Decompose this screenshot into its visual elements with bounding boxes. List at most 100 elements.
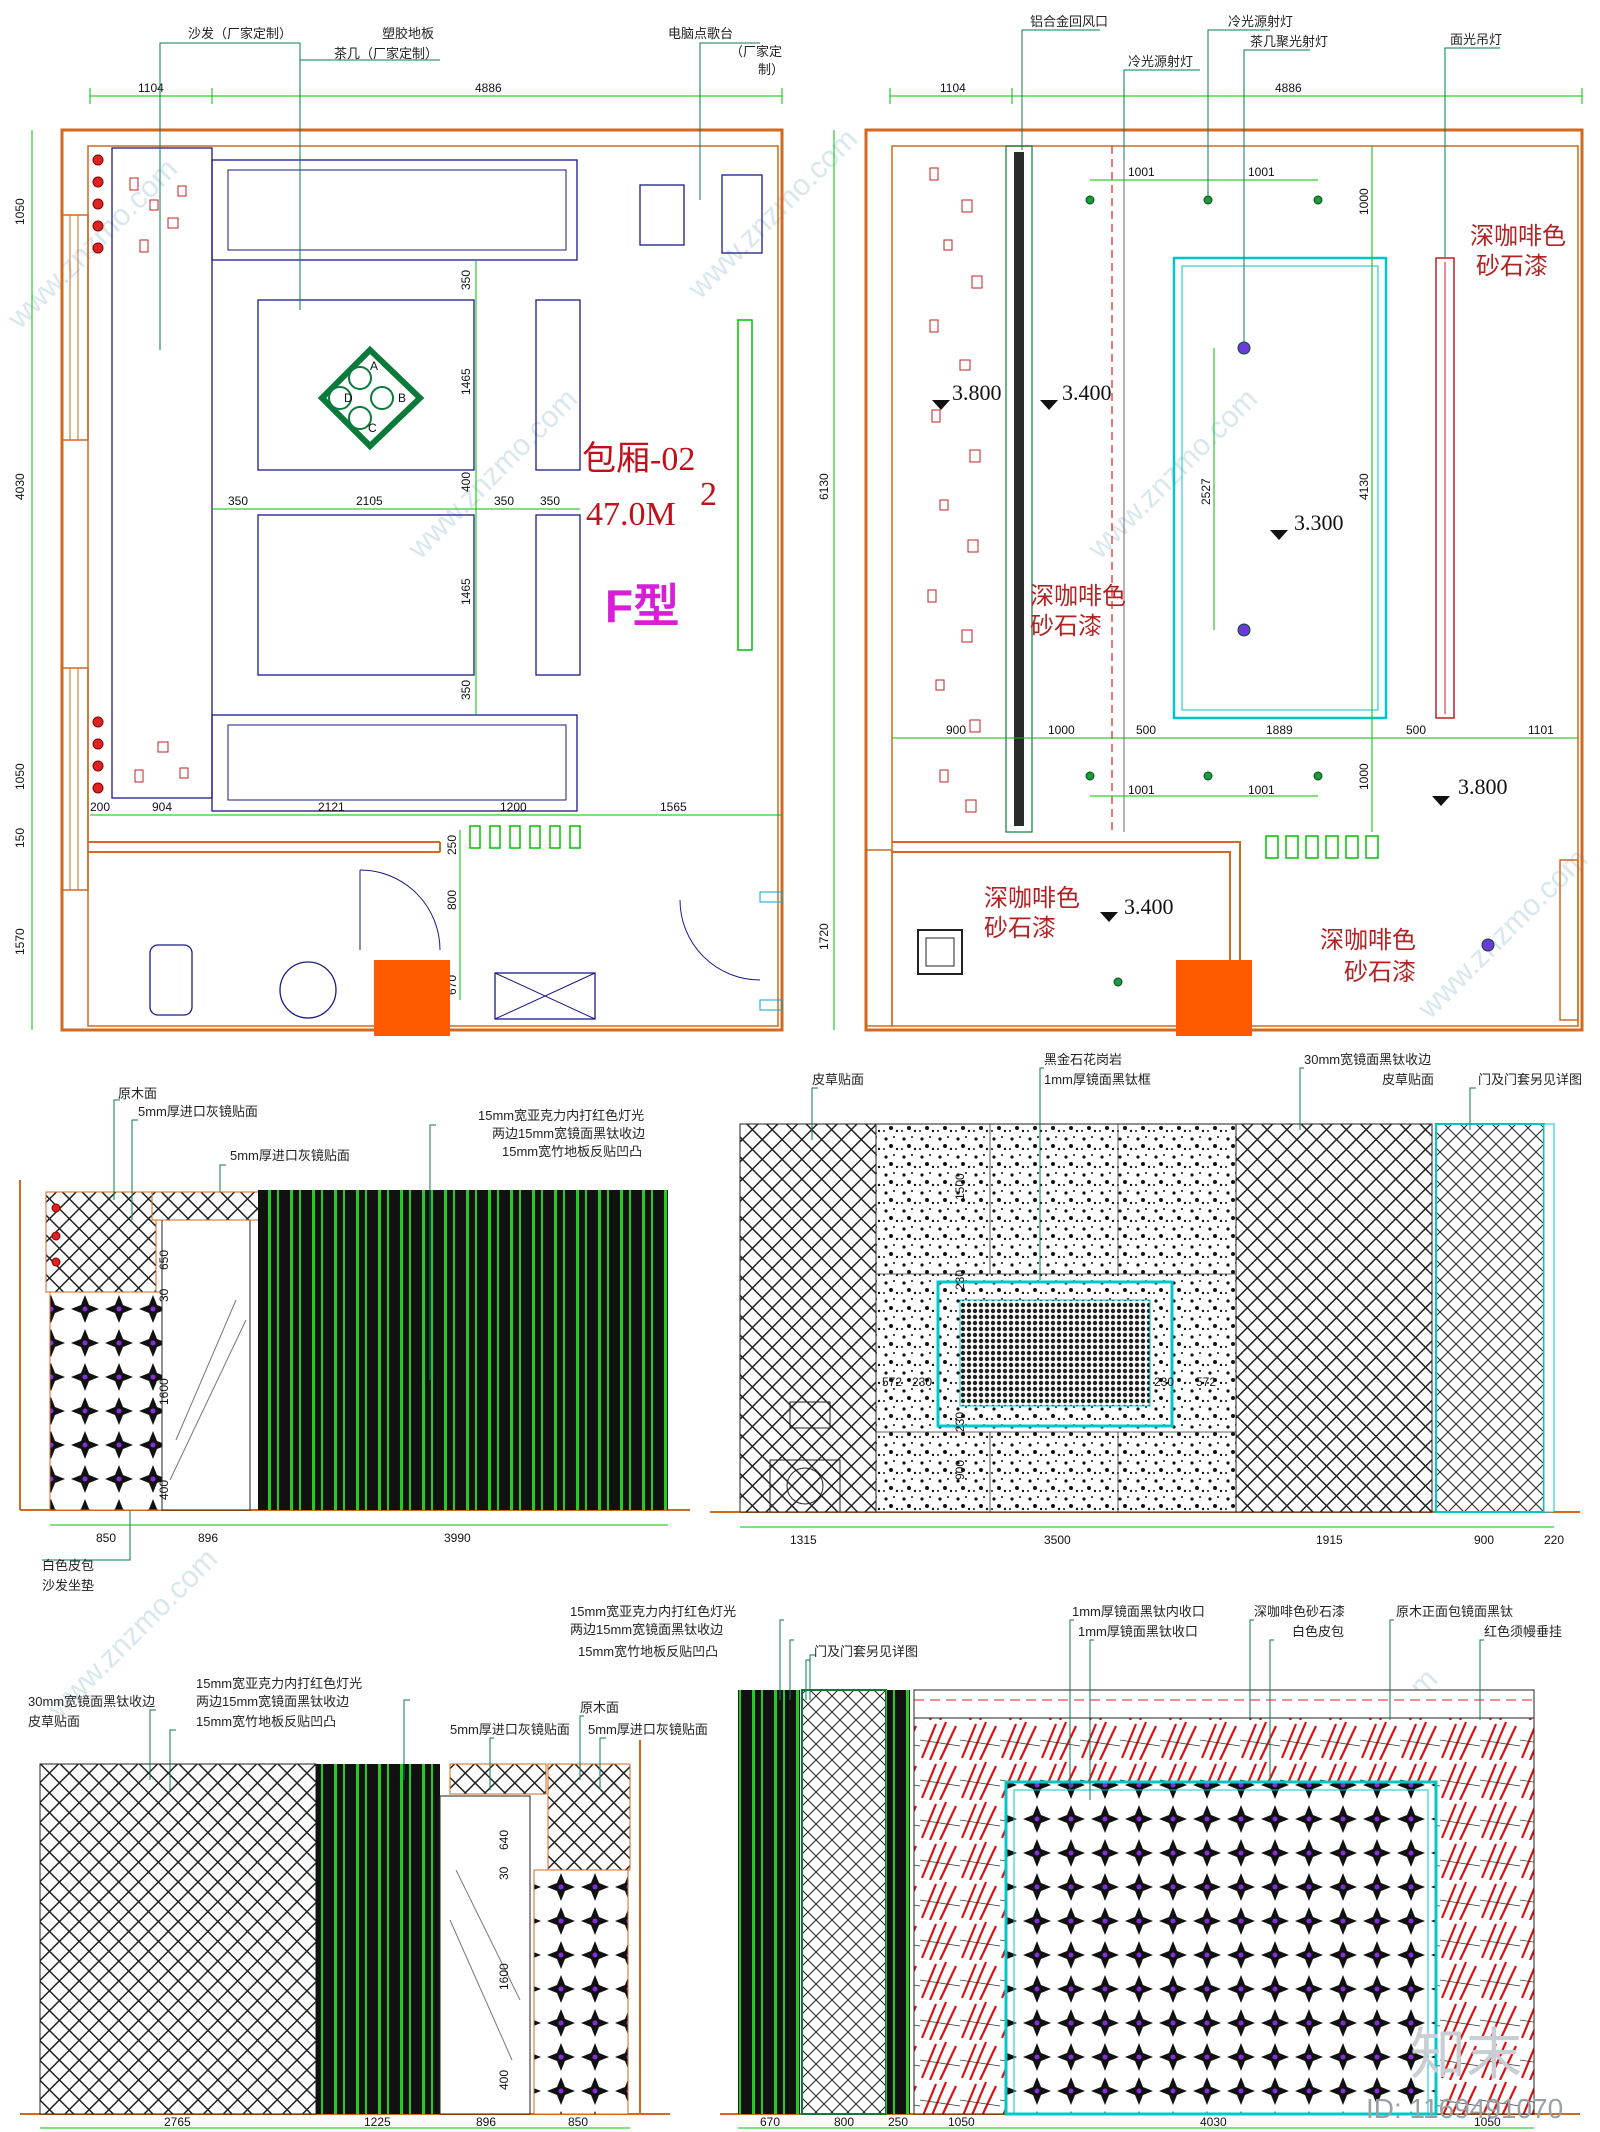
elev-label: 15mm宽亚克力内打红色灯光 — [570, 1604, 736, 1619]
dim-text: 1600 — [497, 1963, 511, 1990]
dim-text: 220 — [1544, 1533, 1564, 1547]
elev-label: 白色皮包 — [1292, 1624, 1344, 1639]
dim-text: 230 — [953, 1412, 967, 1432]
dim-text: 4030 — [1200, 2115, 1227, 2129]
elev-label: 原木面 — [118, 1086, 157, 1101]
dim-text: 4130 — [1357, 473, 1371, 500]
dim-text: 800 — [445, 890, 459, 910]
finish-note: 砂石漆 — [1476, 253, 1548, 280]
dim-text: 1001 — [1128, 165, 1155, 179]
tv-frame — [936, 1280, 1174, 1428]
elevation-b: 1315 3500 1915 900 220 572 230 230 572 1… — [710, 1052, 1582, 1547]
floor-light-row — [469, 825, 581, 849]
dim-text: 200 — [90, 800, 110, 814]
door — [801, 1689, 887, 2115]
dim-text: 2121 — [318, 800, 345, 814]
dim-text: 500 — [1406, 723, 1426, 737]
leather-panel — [49, 1291, 163, 1511]
dim-text: 2765 — [164, 2115, 191, 2129]
elevation-c: 2765 1225 896 850 640 30 1600 400 30mm宽镜… — [20, 1676, 708, 2129]
dim-text: 250 — [445, 835, 459, 855]
dim-text: 4030 — [13, 473, 27, 500]
dim-text: 4886 — [1275, 81, 1302, 95]
leaders — [159, 42, 760, 350]
level-markers — [932, 400, 1450, 922]
ceiling-plan: 1104 4886 6130 1720 1001 — [817, 14, 1584, 1036]
dim-text: 3990 — [444, 1531, 471, 1545]
fur-panel — [1235, 1123, 1433, 1513]
dim-text: 400 — [157, 1480, 171, 1500]
inlay-letter: D — [344, 391, 353, 405]
coffee-table — [257, 514, 475, 676]
plan-label: 塑胶地板 — [382, 26, 434, 41]
window — [61, 214, 89, 441]
elev-label: 15mm宽亚克力内打红色灯光 — [478, 1108, 644, 1123]
dim-text: 850 — [568, 2115, 588, 2129]
exhaust-fan — [917, 929, 963, 975]
fur-panel — [739, 1123, 877, 1513]
dim-text: 1315 — [790, 1533, 817, 1547]
dim-text: 30 — [157, 1288, 171, 1302]
dim-text: 670 — [760, 2115, 780, 2129]
stool — [535, 514, 581, 676]
tv-screen — [959, 1299, 1151, 1407]
elev-label: 沙发坐垫 — [42, 1578, 94, 1593]
ceiling-panel — [1172, 256, 1388, 720]
dim-text: 350 — [228, 494, 248, 508]
dim-text: 30 — [497, 1866, 511, 1880]
finish-note: 深咖啡色 — [1030, 583, 1126, 610]
dim-text: 350 — [494, 494, 514, 508]
elev-label: 两边15mm宽镜面黑钛收边 — [196, 1694, 349, 1709]
ceiling-label: 冷光源射灯 — [1228, 14, 1293, 29]
dim-text: 6130 — [817, 473, 831, 500]
dim-text: 572 — [882, 1375, 902, 1389]
toilet — [279, 961, 337, 1019]
watermark-text: www.znzmo.com — [681, 122, 864, 305]
elev-label: 5mm厚进口灰镜贴面 — [588, 1722, 708, 1737]
elev-label: 黑金石花岗岩 — [1044, 1052, 1122, 1067]
elev-label: 5mm厚进口灰镜贴面 — [138, 1104, 258, 1119]
stool — [535, 299, 581, 471]
dim-text: 150 — [13, 828, 27, 848]
dim-text: 350 — [459, 270, 473, 290]
elev-label: 白色皮包 — [42, 1558, 94, 1573]
dim-text: 800 — [834, 2115, 854, 2129]
dim-text: 250 — [888, 2115, 908, 2129]
dim-text: 2105 — [356, 494, 383, 508]
dim-text: 1720 — [817, 923, 831, 950]
dim-text: 1050 — [13, 763, 27, 790]
ceiling-label: 铝合金回风口 — [1030, 14, 1108, 29]
leather-panel — [533, 1869, 629, 2115]
dim-text: 900 — [953, 1460, 967, 1480]
elev-label: 30mm宽镜面黑钛收边 — [1304, 1052, 1431, 1067]
plan-label: 电脑点歌台 — [668, 26, 733, 41]
dim-text: 4886 — [475, 81, 502, 95]
elev-label: 两边15mm宽镜面黑钛收边 — [570, 1622, 723, 1637]
brand-logo-text: 知末 — [1410, 2023, 1522, 2088]
ceiling-label: 茶几聚光射灯 — [1250, 34, 1328, 49]
level-text: 3.400 — [1124, 894, 1174, 919]
elev-label: 15mm宽竹地板反贴凹凸 — [502, 1144, 642, 1159]
dim-text: 650 — [157, 1250, 171, 1270]
dim-text: 1001 — [1248, 783, 1275, 797]
dim-text: 850 — [96, 1531, 116, 1545]
dim-text: 1000 — [1048, 723, 1075, 737]
elevation-a: 850 896 3990 650 30 1600 400 原木面 5mm厚进口灰… — [19, 1086, 690, 1593]
elev-label: 皮草贴面 — [28, 1714, 80, 1729]
inlay-letter: B — [398, 391, 406, 405]
elev-label: 门及门套另见详图 — [1478, 1072, 1582, 1087]
cabinet — [494, 972, 596, 1020]
ceiling-label: 冷光源射灯 — [1128, 54, 1193, 69]
elev-label: 5mm厚进口灰镜贴面 — [230, 1148, 350, 1163]
elev-label: 皮草贴面 — [812, 1072, 864, 1087]
dim-text: 350 — [459, 680, 473, 700]
sofa-left — [111, 147, 213, 799]
elev-label: 15mm宽竹地板反贴凹凸 — [196, 1714, 336, 1729]
dim-text: 1500 — [953, 1173, 967, 1200]
elev-label: 15mm宽竹地板反贴凹凸 — [578, 1644, 718, 1659]
level-text: 3.400 — [1062, 380, 1112, 405]
elev-label: 皮草贴面 — [1382, 1072, 1434, 1087]
dim-text: 1050 — [13, 198, 27, 225]
ceiling-outer-wall — [864, 128, 1584, 1032]
